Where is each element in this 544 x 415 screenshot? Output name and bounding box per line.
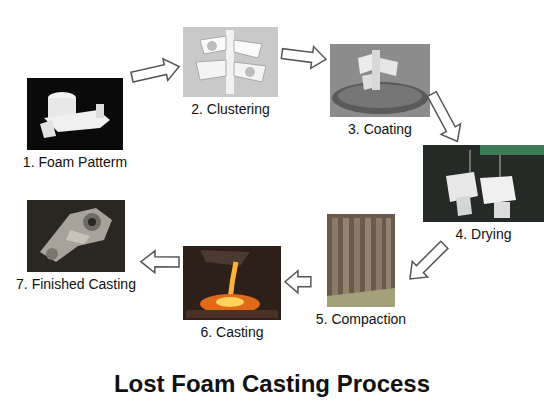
process-step: 7. Finished Casting	[15, 200, 137, 292]
flow-arrow	[141, 251, 179, 273]
step-label: 7. Finished Casting	[15, 276, 137, 292]
photo-frame	[183, 27, 278, 97]
flow-arrow	[281, 47, 326, 69]
photo-frame	[183, 246, 281, 320]
compaction-photo	[327, 214, 395, 307]
step-label: 6. Casting	[199, 324, 264, 340]
flow-arrow	[410, 241, 448, 279]
finished-casting-photo	[27, 200, 125, 272]
step-label: 4. Drying	[454, 226, 512, 242]
coating-photo	[330, 44, 430, 117]
photo-frame	[27, 78, 123, 150]
photo-frame	[330, 44, 430, 117]
drying-photo	[423, 145, 544, 222]
process-step: 1. Foam Patterm	[22, 78, 128, 170]
step-label: 1. Foam Patterm	[22, 154, 128, 170]
clustering-photo	[183, 27, 278, 97]
process-step: 4. Drying	[423, 145, 544, 242]
process-step: 5. Compaction	[315, 214, 407, 327]
step-label: 3. Coating	[347, 121, 413, 137]
process-step: 3. Coating	[330, 44, 430, 137]
casting-photo	[183, 246, 281, 320]
foam-pattern-photo	[27, 78, 123, 150]
flow-arrow	[285, 271, 311, 293]
flow-arrow	[428, 92, 461, 142]
photo-frame	[423, 145, 544, 222]
process-step: 6. Casting	[183, 246, 281, 340]
photo-frame	[327, 214, 395, 307]
diagram-title: Lost Foam Casting Process	[0, 370, 544, 398]
photo-frame	[27, 200, 125, 272]
process-step: 2. Clustering	[183, 27, 278, 117]
flow-arrow	[131, 59, 179, 82]
step-label: 2. Clustering	[190, 101, 271, 117]
step-label: 5. Compaction	[315, 311, 407, 327]
